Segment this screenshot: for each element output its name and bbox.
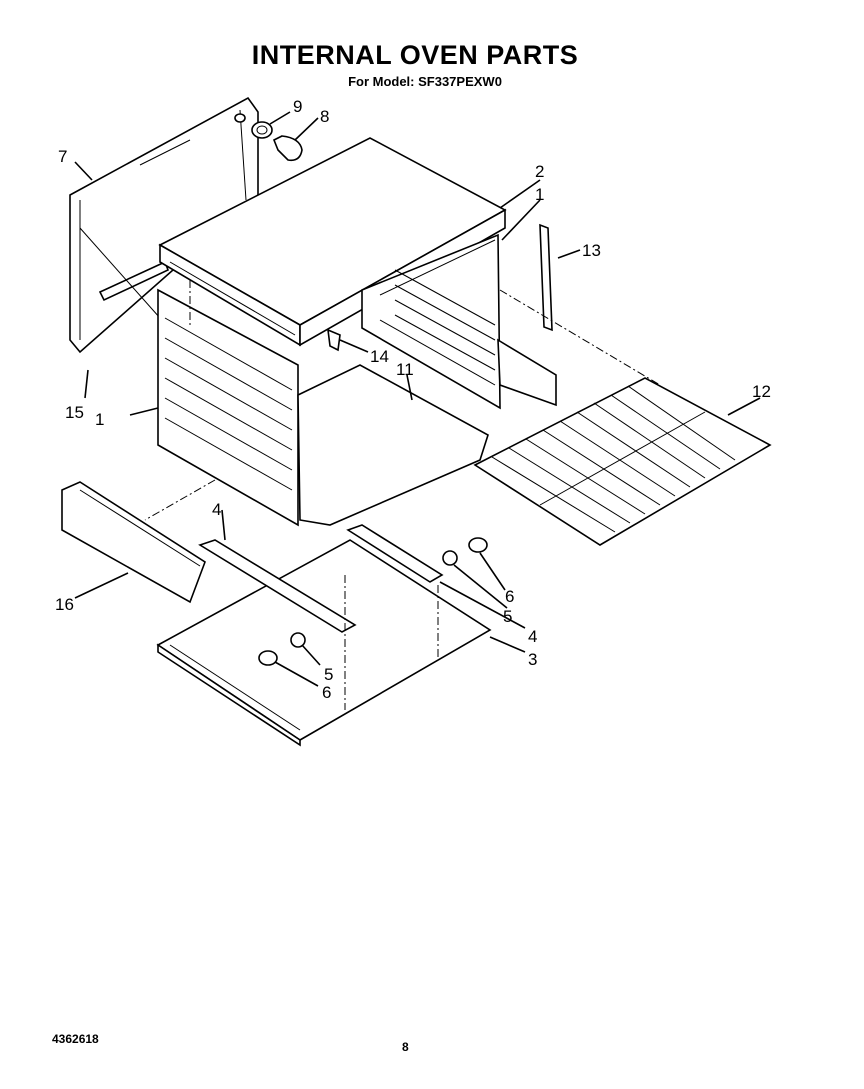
oven-bottom-tray: [156, 539, 492, 747]
callout-4-bottom: 4: [528, 627, 537, 646]
callout-4-top: 4: [212, 500, 221, 519]
oven-rack-part: [473, 377, 772, 546]
vent-trim-part: [61, 481, 206, 604]
spacer-part-right: [442, 550, 458, 566]
page-number: 8: [402, 1040, 409, 1054]
callout-6-left: 6: [322, 683, 331, 702]
model-subtitle: For Model: SF337PEXW0: [348, 74, 502, 89]
callout-16: 16: [55, 595, 74, 614]
right-side-panel: [361, 233, 557, 410]
callout-13: 13: [582, 241, 601, 260]
vertical-bracket-part: [539, 223, 553, 332]
knob-part-right: [468, 537, 488, 553]
callout-2: 2: [535, 162, 544, 181]
callout-1-right: 1: [535, 185, 544, 204]
callout-5-left: 5: [324, 665, 333, 684]
callout-5-right: 5: [503, 607, 512, 626]
callout-15: 15: [65, 403, 84, 422]
document-number: 4362618: [52, 1032, 99, 1046]
light-bulb-part: [272, 135, 303, 162]
callout-8: 8: [320, 107, 329, 126]
rack-clip-part: [327, 328, 341, 352]
knob-part-left: [258, 650, 278, 666]
callout-9: 9: [293, 97, 302, 116]
leader-lines: [74, 111, 761, 687]
page-title: INTERNAL OVEN PARTS: [251, 40, 579, 70]
callout-6-right: 6: [505, 587, 514, 606]
callout-7: 7: [58, 147, 67, 166]
callout-12: 12: [752, 382, 771, 401]
bottom-slide-right: [346, 524, 444, 583]
left-side-panel: [157, 288, 299, 527]
oven-bottom-baffle: [297, 364, 489, 526]
callout-1-left: 1: [95, 410, 104, 429]
callout-11: 11: [396, 360, 414, 379]
callout-14: 14: [370, 347, 389, 366]
spacer-part-left: [290, 632, 306, 648]
alignment-lines: [144, 280, 661, 710]
bottom-slide-left: [198, 539, 357, 633]
callout-3: 3: [528, 650, 537, 669]
lamp-socket-part: [234, 113, 273, 139]
